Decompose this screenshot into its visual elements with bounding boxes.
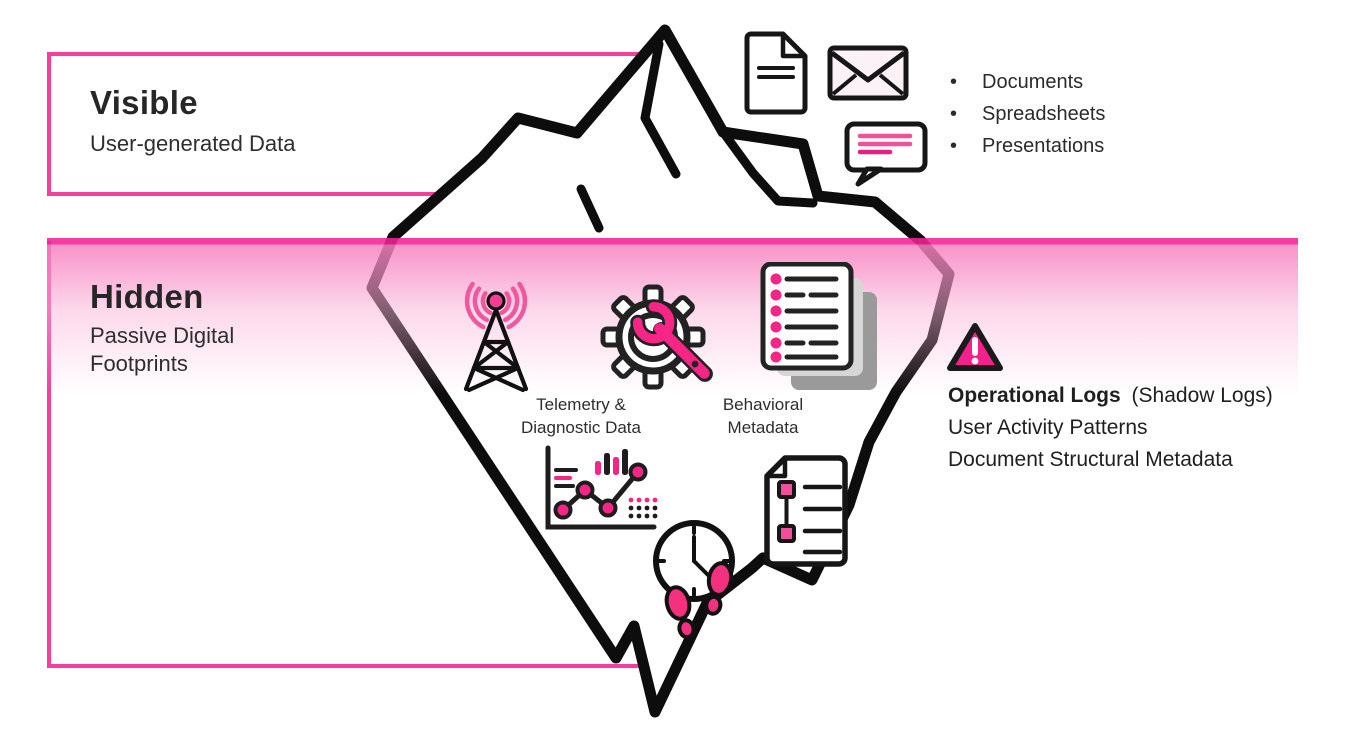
bullet-icon: • [950,102,958,125]
bullet-icon: • [950,70,958,93]
annotation-user-activity: User Activity Patterns [948,416,1148,439]
annotation-operational-logs: Operational Logs (Shadow Logs) [948,384,1273,407]
hidden-title: Hidden [90,278,204,315]
structured-document-icon [764,455,848,567]
checklist-stack-icon [760,262,877,390]
hidden-subtitle: Passive Digital Footprints [90,323,235,376]
visible-title: Visible [90,84,198,121]
chat-bubble-icon [844,121,928,187]
list-item: • Spreadsheets [950,102,1106,125]
bullet-icon: • [950,134,958,157]
visible-subtitle: User-generated Data [90,131,296,156]
gear-wrench-icon [600,284,713,390]
annotation-doc-structural: Document Structural Metadata [948,448,1233,471]
surface-list: • Documents • Spreadsheets • Presentatio… [950,66,1105,162]
list-item: • Presentations [950,134,1105,157]
list-item: • Documents [950,70,1084,93]
warning-icon [947,323,1003,371]
telemetry-label: Telemetry & Diagnostic Data [520,395,641,437]
analytics-chart-icon [545,445,658,530]
radio-tower-icon [463,281,529,393]
behavioral-label: Behavioral Metadata [722,395,804,437]
document-icon [744,31,808,115]
envelope-icon [827,45,909,101]
clock-footprints-icon [653,520,735,640]
